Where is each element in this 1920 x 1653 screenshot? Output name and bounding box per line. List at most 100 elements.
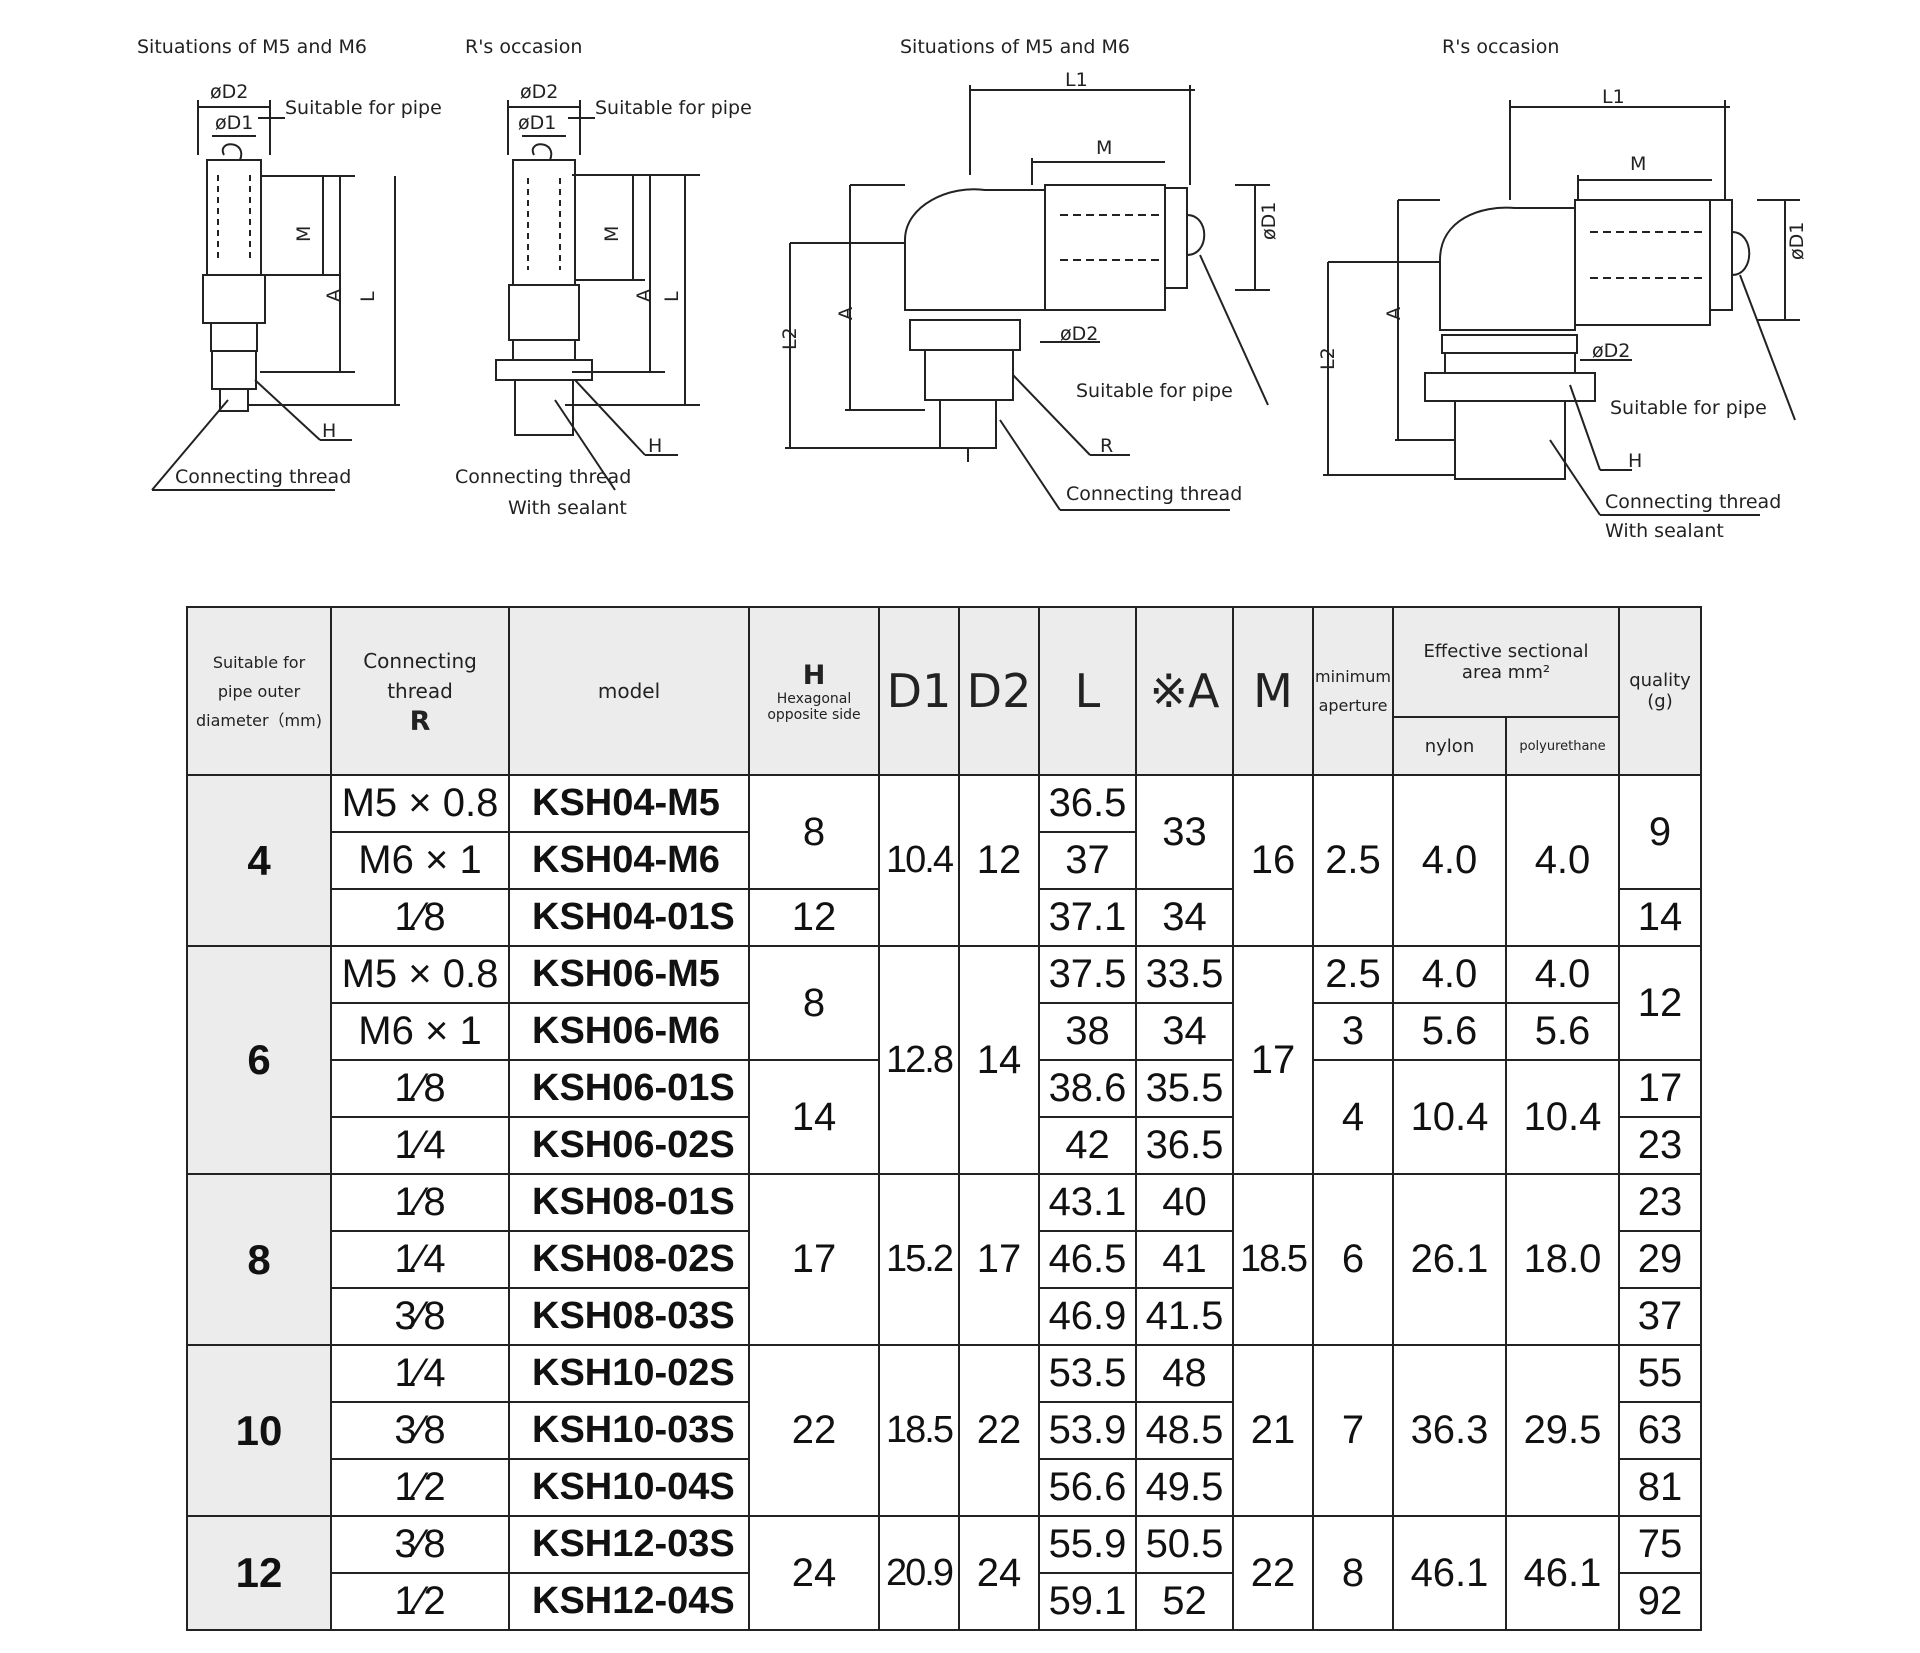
header-pipe-diameter: Suitable for pipe outer diameter（mm): [186, 606, 332, 776]
cell-nylon: 26.1: [1392, 1173, 1507, 1346]
cell-model: KSH04-M5: [508, 774, 750, 833]
cell-quality: 63: [1618, 1401, 1702, 1460]
cell-min-aperture: 2.5: [1312, 774, 1394, 947]
cell-thread: 1⁄4: [330, 1344, 510, 1403]
cell-a: 41.5: [1135, 1287, 1234, 1346]
cell-l: 38: [1038, 1002, 1137, 1061]
table-row: 1⁄2 KSH12-04S 59.1 52 92: [187, 1572, 1702, 1631]
cell-d1: 10.4: [878, 774, 960, 947]
svg-text:H: H: [322, 420, 336, 442]
cell-m: 16: [1232, 774, 1314, 947]
cell-thread: 1⁄4: [330, 1116, 510, 1175]
cell-l: 36.5: [1038, 774, 1137, 833]
cell-a: 52: [1135, 1572, 1234, 1631]
cell-model: KSH12-03S: [508, 1515, 750, 1574]
cell-min-aperture: 2.5: [1312, 945, 1394, 1004]
svg-text:L2: L2: [779, 327, 801, 350]
cell-a: 35.5: [1135, 1059, 1234, 1118]
cell-nylon: 4.0: [1392, 774, 1507, 947]
cell-polyurethane: 5.6: [1505, 1002, 1620, 1061]
header-model: model: [508, 606, 750, 776]
svg-text:L1: L1: [1602, 86, 1625, 108]
header-eff-line1: Effective sectional: [1423, 641, 1589, 662]
cell-model: KSH04-01S: [508, 888, 750, 947]
cell-min-aperture: 6: [1312, 1173, 1394, 1346]
header-h-sub1: Hexagonal: [776, 690, 852, 707]
svg-text:L1: L1: [1065, 69, 1088, 91]
svg-text:øD1: øD1: [1258, 202, 1280, 240]
cell-thread: 1⁄4: [330, 1230, 510, 1289]
cell-a: 34: [1135, 888, 1234, 947]
svg-text:H: H: [1628, 450, 1642, 472]
cell-thread: M5 × 0.8: [330, 774, 510, 833]
svg-text:øD2: øD2: [1060, 323, 1098, 345]
cell-h: 24: [748, 1515, 880, 1631]
cell-a: 36.5: [1135, 1116, 1234, 1175]
svg-text:L2: L2: [1317, 347, 1339, 370]
header-min-aperture: minimum aperture: [1312, 606, 1394, 776]
cell-d1: 18.5: [878, 1344, 960, 1517]
cell-d2: 22: [958, 1344, 1040, 1517]
svg-text:L: L: [661, 291, 683, 302]
cell-polyurethane: 10.4: [1505, 1059, 1620, 1175]
cell-pipe: 8: [186, 1173, 332, 1346]
table-row: 1⁄8 KSH04-01S 12 37.1 34 14: [187, 888, 1702, 947]
cell-m: 17: [1232, 945, 1314, 1175]
header-pipe-line2: pipe outer: [217, 681, 301, 701]
cell-h: 8: [748, 945, 880, 1061]
cell-thread: M5 × 0.8: [330, 945, 510, 1004]
header-pipe-line1: Suitable for: [212, 652, 306, 672]
cell-pipe: 6: [186, 945, 332, 1175]
cell-thread: 1⁄8: [330, 1059, 510, 1118]
header-h-letter: H: [802, 659, 826, 691]
cell-a: 40: [1135, 1173, 1234, 1232]
svg-text:A: A: [835, 307, 857, 320]
cell-quality: 17: [1618, 1059, 1702, 1118]
svg-text:øD1: øD1: [518, 112, 556, 134]
cell-a: 49.5: [1135, 1458, 1234, 1517]
cell-pipe: 12: [186, 1515, 332, 1631]
table-row: M6 × 1 KSH06-M6 38 34 3 5.6 5.6: [187, 1002, 1701, 1061]
cell-model: KSH04-M6: [508, 831, 750, 890]
svg-text:øD2: øD2: [1592, 340, 1630, 362]
cell-thread: 3⁄8: [330, 1401, 510, 1460]
svg-text:With sealant: With sealant: [1605, 520, 1724, 542]
header-h: H Hexagonal opposite side: [748, 606, 880, 776]
svg-text:Connecting thread: Connecting thread: [1066, 483, 1242, 505]
cell-l: 53.5: [1038, 1344, 1137, 1403]
drawing-elbow-m5-m6: L1 M øD1 øD2 Suitable for pipe A L2 R Co…: [779, 69, 1280, 511]
cell-quality: 92: [1618, 1572, 1702, 1631]
table-row: 3⁄8 KSH08-03S 46.9 41.5 37: [187, 1287, 1702, 1346]
cell-model: KSH06-02S: [508, 1116, 750, 1175]
header-a: ※A: [1135, 606, 1234, 776]
header-polyurethane: polyurethane: [1505, 716, 1620, 776]
cell-model: KSH06-M6: [508, 1002, 750, 1061]
cell-thread: 1⁄2: [330, 1572, 510, 1631]
cell-model: KSH10-04S: [508, 1458, 750, 1517]
cell-l: 56.6: [1038, 1458, 1137, 1517]
cell-m: 22: [1232, 1515, 1314, 1631]
cell-h: 12: [748, 888, 880, 947]
svg-text:øD2: øD2: [210, 81, 248, 103]
svg-text:øD1: øD1: [215, 112, 253, 134]
cell-min-aperture: 4: [1312, 1059, 1394, 1175]
drawing-elbow-r: L1 M øD1 øD2 Suitable for pipe A L2 H Co…: [1317, 86, 1808, 542]
cell-l: 38.6: [1038, 1059, 1137, 1118]
cell-l: 46.9: [1038, 1287, 1137, 1346]
cell-l: 37: [1038, 831, 1137, 890]
cell-quality: 75: [1618, 1515, 1702, 1574]
svg-text:Connecting thread: Connecting thread: [1605, 491, 1781, 513]
cell-quality: 9: [1618, 774, 1702, 890]
cell-nylon: 46.1: [1392, 1515, 1507, 1631]
header-thread-r: R: [409, 705, 431, 737]
header-quality-line2: (g): [1647, 691, 1673, 712]
cell-model: KSH08-01S: [508, 1173, 750, 1232]
header-l: L: [1038, 606, 1137, 776]
header-connecting-thread: Connecting thread R: [330, 606, 510, 776]
cell-l: 43.1: [1038, 1173, 1137, 1232]
caption-elbow-r: R's occasion: [1442, 36, 1560, 58]
table-row: 8 1⁄8 KSH08-01S 17 15.2 17 43.1 40 18.5 …: [186, 1173, 1702, 1346]
cell-h: 14: [748, 1059, 880, 1175]
header-thread-line1: Connecting: [363, 648, 477, 673]
table-row: 1⁄8 KSH06-01S 14 38.6 35.5 4 10.4 10.4 1…: [187, 1059, 1702, 1175]
